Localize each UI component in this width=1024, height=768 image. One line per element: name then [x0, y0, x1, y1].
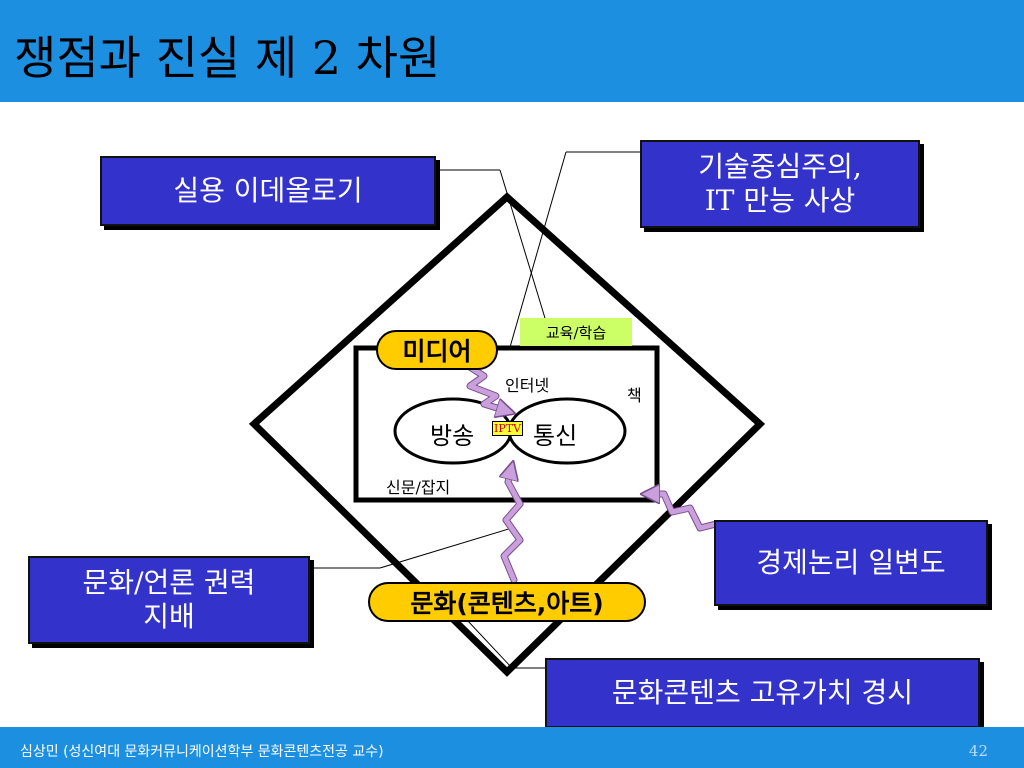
content-value-box: 문화콘텐츠 고유가치 경시	[545, 658, 980, 728]
practical-ideology-box: 실용 이데올로기	[100, 156, 436, 226]
culture-power-box: 문화/언론 권력 지배	[28, 556, 310, 644]
outer-diamond	[248, 192, 766, 677]
book-label: 책	[627, 386, 642, 405]
slide-title: 쟁점과 진실 제 2 차원	[14, 31, 441, 85]
culture-node: 문화(콘텐츠,아트)	[368, 582, 646, 622]
tech-centrism-box: 기술중심주의, IT 만능 사상	[640, 140, 920, 228]
page-number: 42	[968, 742, 988, 760]
media-node: 미디어	[376, 330, 498, 370]
education-label: 교육/학습	[520, 318, 632, 346]
footer-bar	[0, 727, 1024, 768]
connector-line	[379, 527, 513, 569]
title-bar	[0, 0, 1024, 102]
newspaper-label: 신문/잡지	[386, 478, 451, 497]
internet-label: 인터넷	[505, 376, 550, 395]
footer-author: 심상민 (성신여대 문화커뮤니케이션학부 문화콘텐츠전공 교수)	[20, 744, 384, 760]
broadcasting-label: 방송	[430, 422, 475, 450]
economic-logic-box: 경제논리 일변도	[714, 520, 988, 606]
telecom-label: 통신	[533, 422, 578, 450]
iptv-label: IPTV	[492, 421, 524, 436]
